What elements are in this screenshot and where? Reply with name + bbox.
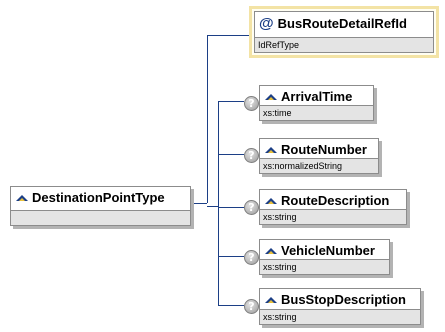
child-element-name: ArrivalTime <box>281 89 353 104</box>
element-icon <box>16 194 28 201</box>
child-element-name: RouteNumber <box>281 142 367 157</box>
element-icon <box>265 296 277 303</box>
element-icon <box>265 146 277 153</box>
optional-icon: ? <box>244 299 259 314</box>
child-element-type: xs:string <box>260 209 406 224</box>
child-element-vehiclenumber[interactable]: VehicleNumber xs:string <box>259 239 390 275</box>
child-element-busstopdescription[interactable]: BusStopDescription xs:string <box>259 288 421 325</box>
child-element-routedescription[interactable]: RouteDescription xs:string <box>259 189 407 225</box>
root-element-name: DestinationPointType <box>32 190 165 205</box>
element-icon <box>265 93 277 100</box>
child-element-type: xs:time <box>260 105 373 120</box>
optional-icon: ? <box>244 96 259 111</box>
element-icon <box>265 197 277 204</box>
child-element-name: VehicleNumber <box>281 243 375 258</box>
optional-icon: ? <box>244 148 259 163</box>
child-element-type: xs:string <box>260 309 420 324</box>
optional-icon: ? <box>244 200 259 215</box>
child-element-routenumber[interactable]: RouteNumber xs:normalizedString <box>259 138 379 174</box>
child-element-name: BusStopDescription <box>281 292 406 307</box>
child-element-arrivaltime[interactable]: ArrivalTime xs:time <box>259 85 374 121</box>
child-element-type: xs:string <box>260 259 389 274</box>
element-icon <box>265 247 277 254</box>
optional-icon: ? <box>244 250 259 265</box>
child-element-type: xs:normalizedString <box>260 158 378 173</box>
attribute-name: BusRouteDetailRefId <box>277 16 407 31</box>
attribute-box[interactable]: @BusRouteDetailRefId IdRefType <box>249 6 439 58</box>
attribute-type: IdRefType <box>255 37 433 52</box>
attribute-icon: @ <box>259 15 274 32</box>
child-element-name: RouteDescription <box>281 193 390 208</box>
root-element-type-band <box>11 210 190 225</box>
root-element-box[interactable]: DestinationPointType <box>10 186 191 226</box>
